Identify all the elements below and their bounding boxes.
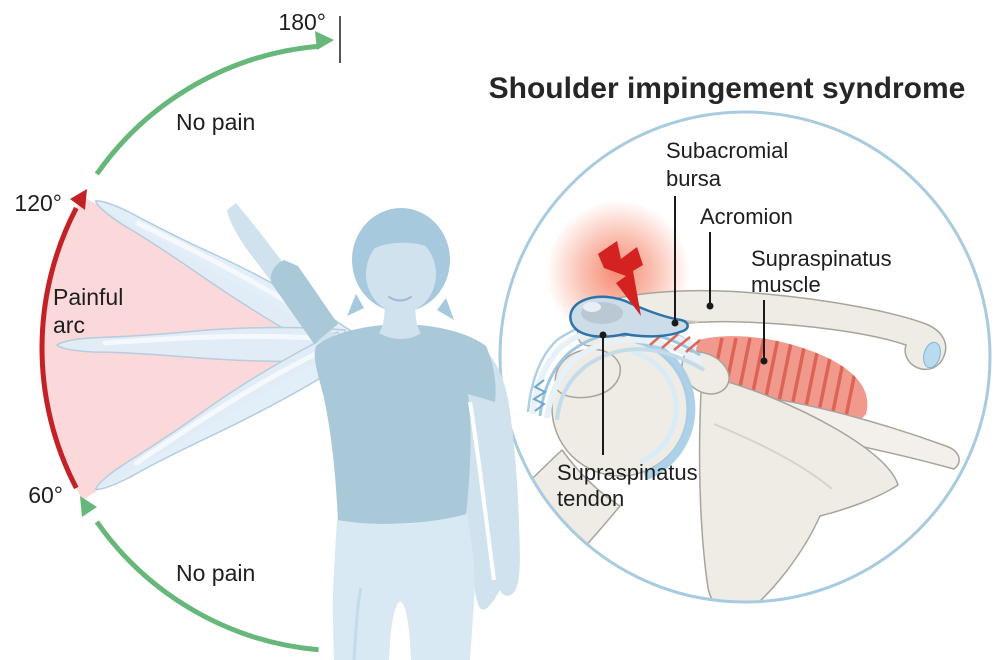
no-pain-label-upper: No pain bbox=[176, 109, 255, 135]
figure-bangs bbox=[366, 233, 438, 254]
no-pain-arrowhead-upper bbox=[315, 31, 334, 50]
inset-circle-ring bbox=[498, 110, 992, 604]
label-supraspinatus-muscle-line2: muscle bbox=[751, 272, 821, 297]
painful-arc-label-line1: Painful bbox=[53, 284, 123, 310]
figure-pants bbox=[332, 514, 475, 660]
figure-raised-sleeve bbox=[270, 260, 338, 344]
pain-bolt-icon bbox=[598, 241, 643, 316]
figure-face bbox=[366, 235, 436, 313]
figure-hair-tuft-right bbox=[437, 298, 454, 320]
tendon-frayed-ends bbox=[531, 379, 548, 412]
no-pain-arrowhead-lower bbox=[80, 496, 97, 517]
label-acromion: Acromion bbox=[700, 204, 793, 229]
no-pain-arc-upper bbox=[94, 43, 319, 176]
diagram-title: Shoulder impingement syndrome bbox=[489, 72, 966, 105]
patient-figure bbox=[227, 203, 520, 660]
angle-label-180: 180° bbox=[278, 9, 326, 35]
painful-arc-label-line2: arc bbox=[53, 312, 85, 338]
angle-label-60: 60° bbox=[28, 482, 63, 508]
figure-torso-shirt bbox=[314, 325, 496, 524]
no-pain-label-lower: No pain bbox=[176, 560, 255, 586]
scapula-ridge-line bbox=[713, 423, 833, 490]
humeral-cartilage-inner bbox=[631, 349, 679, 465]
label-subacromial-bursa-line1: Subacromial bbox=[666, 138, 788, 163]
leader-dot-tendon bbox=[599, 331, 607, 339]
figure-arm-gap bbox=[468, 401, 496, 581]
range-of-motion-diagram: 180° 120° 60° No pain No pain Painful ar… bbox=[14, 9, 353, 653]
label-supraspinatus-muscle-line1: Supraspinatus bbox=[751, 246, 892, 271]
figure-leg-crease bbox=[352, 587, 363, 660]
no-pain-arc-lower bbox=[94, 520, 319, 653]
label-supraspinatus-tendon-line2: tendon bbox=[557, 486, 624, 511]
label-supraspinatus-tendon-line1: Supraspinatus bbox=[557, 460, 698, 485]
label-subacromial-bursa-line2: bursa bbox=[666, 166, 722, 191]
leader-dot-acromion bbox=[706, 302, 714, 310]
figure-smile bbox=[388, 296, 412, 302]
scapula-bone bbox=[698, 374, 899, 602]
painful-arc-arrowhead bbox=[70, 189, 87, 210]
anatomy-inset: Subacromial bursa Acromion Supraspinatus… bbox=[498, 110, 992, 604]
figure-hair-tuft-left bbox=[347, 294, 364, 316]
angle-label-120: 120° bbox=[14, 190, 62, 216]
leader-dot-muscle bbox=[760, 357, 768, 365]
leader-lines bbox=[599, 196, 768, 455]
leader-dot-bursa bbox=[671, 319, 679, 327]
bursa-highlight bbox=[583, 302, 601, 312]
painful-arc bbox=[39, 206, 79, 490]
clavicle-cartilage-tip bbox=[923, 341, 941, 369]
